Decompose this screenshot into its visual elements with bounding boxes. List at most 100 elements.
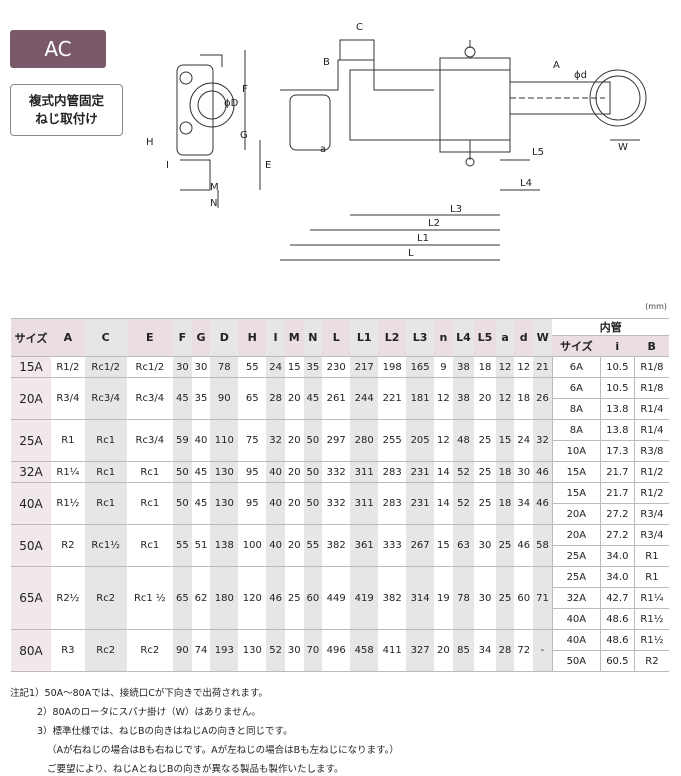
value-cell: 26: [533, 377, 553, 420]
value-cell: 231: [406, 461, 435, 483]
inner-pipe-cell: 42.7: [599, 587, 635, 609]
col-header: D: [210, 318, 239, 357]
value-cell: Rc3/4: [126, 419, 173, 462]
value-cell: 100: [238, 524, 267, 567]
inner-pipe-cell: 60.5: [599, 650, 635, 672]
value-cell: 15: [284, 356, 304, 378]
value-cell: 52: [452, 482, 475, 525]
value-cell: 20: [284, 524, 304, 567]
value-cell: 30: [474, 566, 496, 630]
col-header: L2: [378, 318, 407, 357]
inner-pipe-cell: 48.6: [599, 629, 635, 651]
value-cell: 35: [191, 377, 211, 420]
value-cell: 52: [266, 629, 285, 672]
value-cell: 46: [514, 524, 534, 567]
value-cell: Rc2: [126, 629, 173, 672]
value-cell: 9: [434, 356, 453, 378]
value-cell: 181: [406, 377, 435, 420]
value-cell: 28: [266, 377, 285, 420]
value-cell: 19: [434, 566, 453, 630]
col-header: E: [126, 318, 173, 357]
value-cell: 231: [406, 482, 435, 525]
value-cell: 361: [350, 524, 379, 567]
size-cell: 32A: [11, 461, 51, 483]
value-cell: 25: [474, 482, 496, 525]
inner-col-header: B: [634, 335, 669, 357]
value-cell: Rc2: [84, 566, 127, 630]
value-cell: 35: [303, 356, 323, 378]
value-cell: Rc1: [84, 419, 127, 462]
value-cell: 55: [173, 524, 192, 567]
drawing-label-L5: L5: [532, 147, 544, 158]
col-header: F: [173, 318, 192, 357]
inner-pipe-cell: R3/4: [633, 503, 669, 525]
col-header: L4: [452, 318, 475, 357]
inner-pipe-cell: R1/2: [633, 461, 669, 483]
value-cell: 58: [533, 524, 553, 567]
col-header: L1: [350, 318, 379, 357]
value-cell: Rc1: [126, 524, 173, 567]
inner-pipe-cell: 32A: [551, 587, 601, 609]
drawing-label-G: G: [240, 130, 248, 141]
value-cell: 65: [238, 377, 267, 420]
inner-pipe-cell: 8A: [551, 398, 601, 420]
value-cell: 46: [533, 461, 553, 483]
inner-col-header: i: [600, 335, 635, 357]
value-cell: 130: [210, 482, 239, 525]
value-cell: 90: [210, 377, 239, 420]
note-1: 注記1）50A～80Aでは、接続口Cが下向きで出荷されます。: [10, 688, 268, 699]
inner-pipe-cell: R1/2: [633, 482, 669, 504]
value-cell: 267: [406, 524, 435, 567]
value-cell: 382: [378, 566, 407, 630]
value-cell: Rc1: [84, 461, 127, 483]
value-cell: 419: [350, 566, 379, 630]
value-cell: 38: [452, 356, 475, 378]
value-cell: 65: [173, 566, 192, 630]
value-cell: 382: [322, 524, 351, 567]
note-4: （Aが右ねじの場合はBも右ねじです。Aが左ねじの場合はBも左ねじになります。）: [47, 745, 399, 756]
value-cell: 95: [238, 482, 267, 525]
note-3: 3）標準仕様では、ねじBの向きはねじAの向きと同じです。: [37, 726, 293, 737]
value-cell: R1: [51, 419, 85, 462]
drawing-label-N: N: [210, 198, 217, 209]
drawing-label-L3: L3: [450, 204, 462, 215]
value-cell: 20: [284, 419, 304, 462]
inner-pipe-cell: R3/8: [633, 440, 669, 462]
inner-pipe-cell: 27.2: [599, 524, 635, 546]
value-cell: 18: [495, 482, 515, 525]
inner-pipe-cell: R1/8: [633, 377, 669, 399]
value-cell: 244: [350, 377, 379, 420]
subtitle-line1: 複式内管固定: [28, 93, 104, 108]
drawing-label-a: a: [320, 144, 326, 155]
value-cell: 18: [495, 461, 515, 483]
drawing-label-M: M: [210, 182, 219, 193]
inner-pipe-cell: R2: [633, 650, 669, 672]
value-cell: 45: [191, 482, 211, 525]
drawing-label-E: E: [265, 160, 271, 171]
value-cell: 55: [238, 356, 267, 378]
col-header: W: [533, 318, 553, 357]
value-cell: 283: [378, 482, 407, 525]
inner-pipe-cell: 10A: [551, 440, 601, 462]
value-cell: 46: [533, 482, 553, 525]
col-header: n: [434, 318, 453, 357]
value-cell: 78: [210, 356, 239, 378]
value-cell: R3/4: [51, 377, 85, 420]
size-cell: 15A: [11, 356, 51, 378]
inner-pipe-cell: 50A: [551, 650, 601, 672]
value-cell: 12: [434, 419, 453, 462]
value-cell: 40: [266, 482, 285, 525]
product-type-box: 複式内管固定 ねじ取付け: [10, 84, 123, 136]
value-cell: 60: [514, 566, 534, 630]
value-cell: 50: [303, 419, 323, 462]
col-header: C: [84, 318, 127, 357]
value-cell: 21: [533, 356, 553, 378]
inner-pipe-cell: 13.8: [599, 398, 635, 420]
inner-pipe-cell: R1: [633, 545, 669, 567]
size-cell: 80A: [11, 629, 51, 672]
drawing-label-L2: L2: [428, 218, 440, 229]
